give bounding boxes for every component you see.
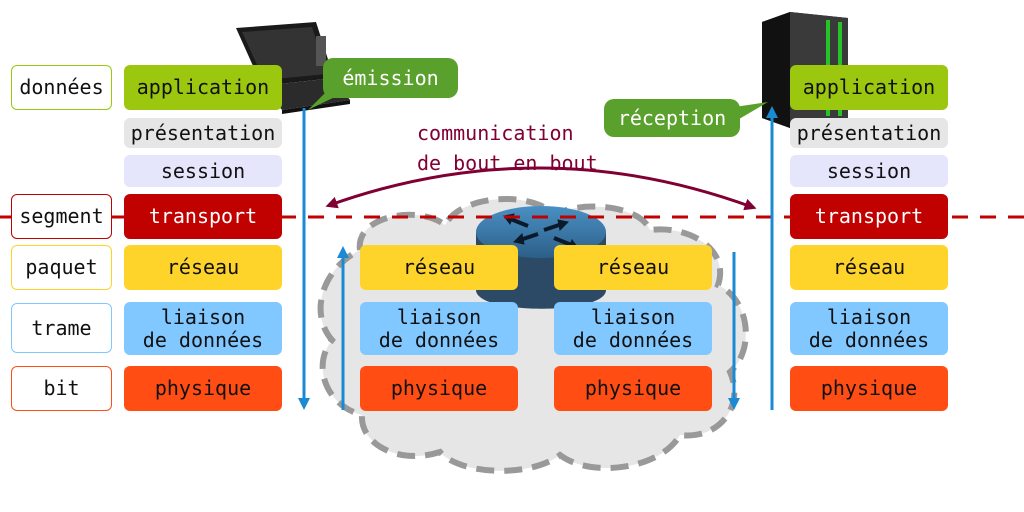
sender-layer-session: session (124, 155, 282, 187)
receiver-layer-session: session (790, 155, 948, 187)
sender-layer-liaison: liaison de données (124, 302, 282, 355)
router-in-layer-physique: physique (360, 366, 518, 411)
router-out-layer-liaison: liaison de données (554, 302, 712, 355)
unit-segment: segment (11, 194, 112, 239)
unit-donnees: données (11, 65, 112, 110)
unit-paquet: paquet (11, 245, 112, 290)
receiver-layer-physique: physique (790, 366, 948, 411)
sender-layer-reseau: réseau (124, 245, 282, 290)
router-out-layer-reseau: réseau (554, 245, 712, 290)
communication-caption: communication de bout en bout (417, 121, 598, 175)
sender-layer-transport: transport (124, 194, 282, 239)
sender-layer-application: application (124, 65, 282, 110)
sender-layer-presentation: présentation (124, 118, 282, 148)
receiver-layer-reseau: réseau (790, 245, 948, 290)
unit-bit: bit (11, 366, 112, 411)
emission-bubble: émission (323, 58, 458, 98)
router-out-layer-physique: physique (554, 366, 712, 411)
router-in-layer-liaison: liaison de données (360, 302, 518, 355)
receiver-layer-liaison: liaison de données (790, 302, 948, 355)
receiver-layer-application: application (790, 65, 948, 110)
receiver-layer-transport: transport (790, 194, 948, 239)
router-in-layer-reseau: réseau (360, 245, 518, 290)
sender-layer-physique: physique (124, 366, 282, 411)
reception-bubble: réception (604, 99, 740, 137)
receiver-layer-presentation: présentation (790, 118, 948, 148)
communication-arc (325, 166, 757, 211)
unit-trame: trame (11, 303, 112, 353)
